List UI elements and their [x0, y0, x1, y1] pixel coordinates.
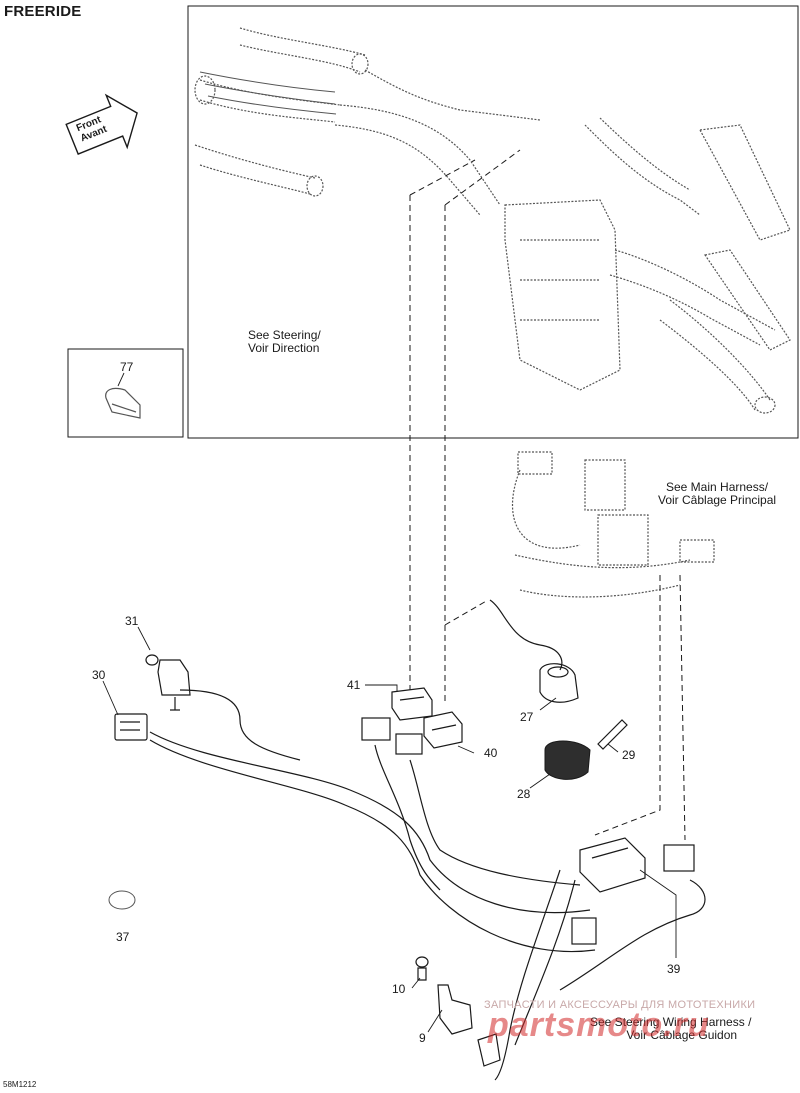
steering-note-line1: See Steering/: [248, 328, 321, 342]
steering-note: See Steering/ Voir Direction: [248, 329, 321, 355]
main-harness-drawing: [511, 451, 715, 598]
callout-37: 37: [116, 930, 130, 944]
part-31: [145, 654, 191, 711]
drawing-code: 58M1212: [3, 1080, 37, 1089]
watermark-text: ЗАПЧАСТИ И АКСЕССУАРЫ ДЛЯ МОТОТЕХНИКИ: [484, 999, 756, 1011]
steering-harness-note-line2: Voir Câblage Guidon: [626, 1028, 738, 1042]
steering-frame: [187, 5, 799, 439]
steering-harness-note: See Steering Wiring Harness / Voir Câbla…: [590, 1016, 751, 1042]
diagram-title: FREERIDE: [4, 3, 82, 20]
callout-29: 29: [622, 748, 636, 762]
part-9: [437, 984, 501, 1067]
part-37: [108, 890, 136, 910]
handlebar-drawing: [194, 27, 791, 414]
item-77-part: [105, 387, 141, 419]
part-29: [597, 719, 628, 750]
leader-lines: [409, 149, 686, 841]
part-40: [423, 711, 463, 749]
part-41: [391, 687, 433, 721]
part-10: [415, 956, 429, 981]
part-39: [579, 837, 646, 893]
item-77-frame: [67, 348, 184, 438]
main-harness-note-line2: Voir Câblage Principal: [658, 493, 777, 507]
callout-41: 41: [347, 678, 361, 692]
callout-40: 40: [484, 746, 498, 760]
steering-harness-note-line1: See Steering Wiring Harness /: [590, 1015, 752, 1029]
callout-77: 77: [120, 360, 134, 374]
callout-10: 10: [392, 982, 406, 996]
callout-39: 39: [667, 962, 681, 976]
steering-note-line2: Voir Direction: [248, 341, 320, 355]
part-27: [539, 663, 579, 703]
watermark-logo: partsmoto.ru: [488, 1006, 710, 1044]
front-arrow-icon: [65, 93, 138, 155]
harness-connectors: [361, 717, 695, 945]
callout-27: 27: [520, 710, 534, 724]
main-harness-note: See Main Harness/ Voir Câblage Principal: [658, 481, 776, 507]
part-30: [114, 713, 148, 741]
callout-30: 30: [92, 668, 106, 682]
callout-28: 28: [517, 787, 531, 801]
part-28: [544, 740, 591, 780]
main-harness-note-line1: See Main Harness/: [666, 480, 769, 494]
callout-9: 9: [419, 1031, 426, 1045]
callout-leaders: [102, 372, 677, 1033]
callout-31: 31: [125, 614, 139, 628]
steering-wiring-harness: [149, 599, 706, 1081]
left-grip-drawing: [199, 71, 337, 115]
